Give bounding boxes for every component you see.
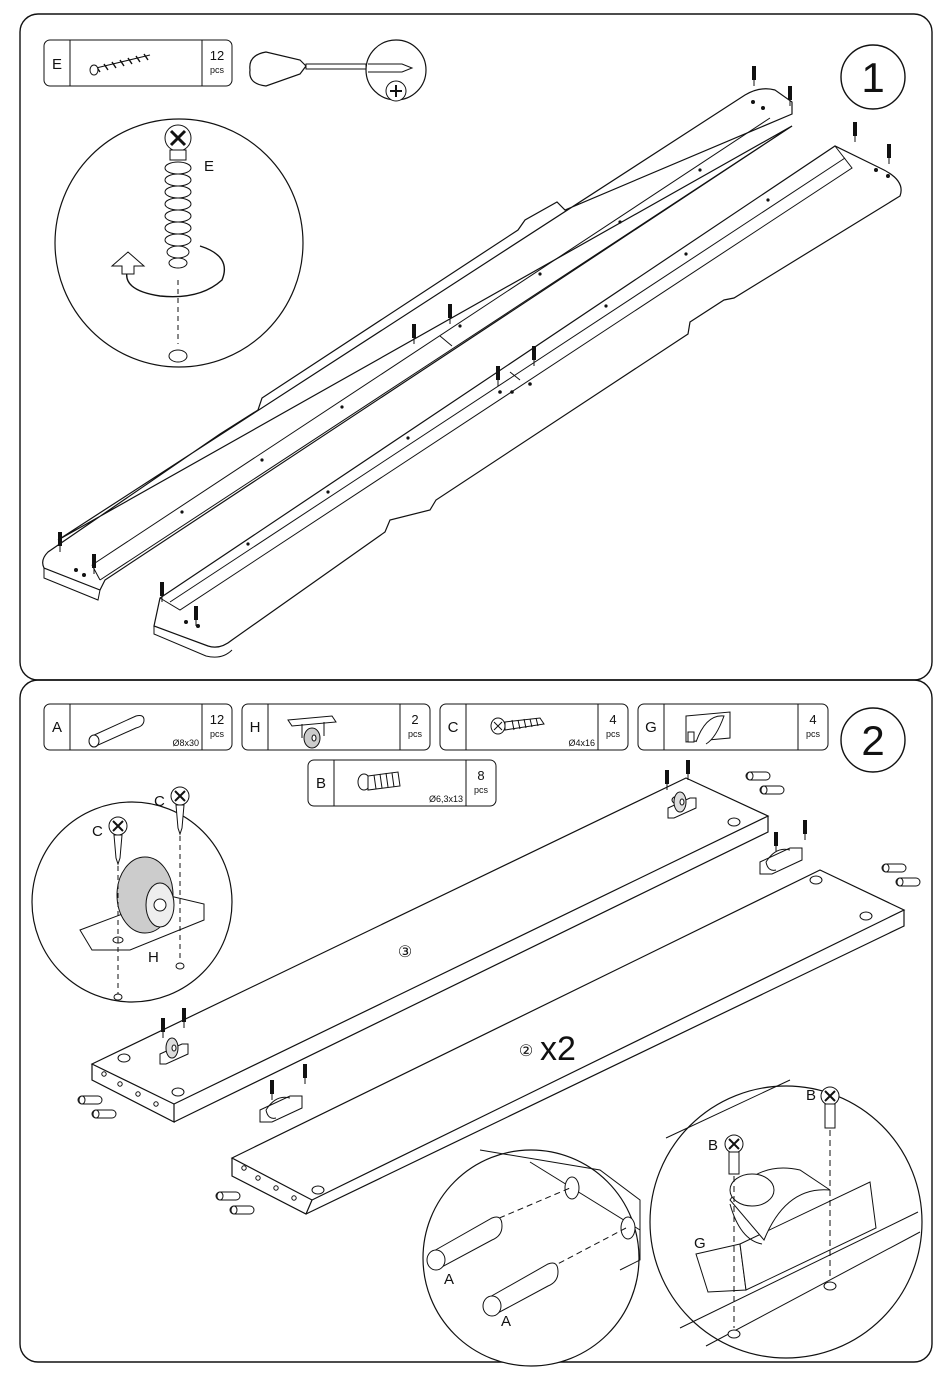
svg-text:pcs: pcs xyxy=(806,729,821,739)
svg-text:2: 2 xyxy=(411,712,418,727)
svg-text:pcs: pcs xyxy=(474,785,489,795)
board-2-multiplier: x2 xyxy=(540,1030,576,1068)
part-qty: 12 xyxy=(210,48,224,63)
part-letter: E xyxy=(52,56,62,73)
svg-text:pcs: pcs xyxy=(210,729,225,739)
svg-text:C: C xyxy=(92,823,103,840)
svg-text:C: C xyxy=(448,719,459,736)
svg-text:pcs: pcs xyxy=(408,729,423,739)
svg-text:pcs: pcs xyxy=(606,729,621,739)
svg-text:H: H xyxy=(148,949,159,966)
svg-text:Ø4x16: Ø4x16 xyxy=(568,738,595,748)
part-box-c: C Ø4x16 4 pcs xyxy=(440,704,628,750)
svg-text:G: G xyxy=(645,719,657,736)
step1-number-badge: 1 xyxy=(841,45,905,109)
part-box-a: A Ø8x30 12 pcs xyxy=(44,704,232,750)
board-2-label: ② xyxy=(519,1043,533,1060)
step1-detail-circle: E xyxy=(55,119,303,367)
part-box-h: H 2 pcs xyxy=(242,704,430,750)
part-unit: pcs xyxy=(210,65,225,75)
step1-part-box-e: E 12 pcs xyxy=(44,40,232,86)
svg-text:4: 4 xyxy=(609,712,616,727)
svg-text:Ø8x30: Ø8x30 xyxy=(172,738,199,748)
svg-text:G: G xyxy=(694,1235,706,1252)
svg-text:4: 4 xyxy=(809,712,816,727)
svg-text:A: A xyxy=(501,1313,511,1330)
bracket-detail-circle: B B G xyxy=(650,1080,922,1358)
svg-text:C: C xyxy=(154,793,165,810)
part-box-b: B Ø6,3x13 8 pcs xyxy=(308,760,496,806)
board-3-label: ③ xyxy=(398,944,412,961)
svg-text:Ø6,3x13: Ø6,3x13 xyxy=(429,794,463,804)
svg-text:B: B xyxy=(708,1137,718,1154)
part-box-g: G 4 pcs xyxy=(638,704,828,750)
svg-text:2: 2 xyxy=(861,717,884,764)
screwdriver-icon xyxy=(250,40,426,101)
svg-text:B: B xyxy=(806,1087,816,1104)
step2-number-badge: 2 xyxy=(841,708,905,772)
svg-text:B: B xyxy=(316,775,326,792)
svg-text:12: 12 xyxy=(210,712,224,727)
caster-detail-circle: C C H xyxy=(32,787,232,1002)
svg-text:A: A xyxy=(52,719,62,736)
svg-text:8: 8 xyxy=(477,768,484,783)
svg-text:A: A xyxy=(444,1271,454,1288)
callout-e: E xyxy=(204,158,214,175)
dowel-detail-circle: A A xyxy=(423,1150,640,1366)
svg-text:1: 1 xyxy=(861,54,884,101)
svg-text:H: H xyxy=(250,719,261,736)
